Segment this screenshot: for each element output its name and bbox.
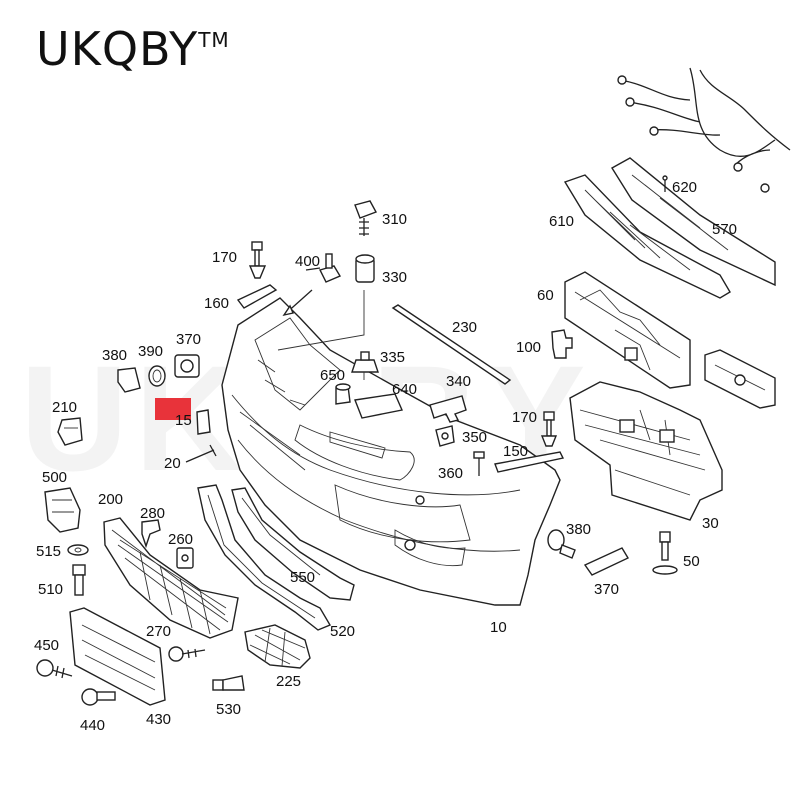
callout-100: 100 xyxy=(516,339,541,356)
clip-225 xyxy=(57,417,83,446)
clip-15 xyxy=(196,409,211,435)
callout-280: 280 xyxy=(140,505,165,522)
washer-515 xyxy=(67,544,89,556)
bumper-reinforcement-30 xyxy=(569,381,723,521)
callout-370: 370 xyxy=(176,331,201,348)
impact-absorber-570 xyxy=(611,157,776,287)
bumper-support-60 xyxy=(564,271,691,389)
callout-15: 15 xyxy=(175,412,192,429)
callout-30: 30 xyxy=(702,515,719,532)
clip-260 xyxy=(176,547,194,569)
callout-170-left: 170 xyxy=(212,249,237,266)
bumper-stop-310 xyxy=(351,351,379,373)
bolt-50 xyxy=(652,531,678,575)
nut-400 xyxy=(282,253,342,317)
bracket-500 xyxy=(44,487,81,533)
bolt-440 xyxy=(81,688,116,706)
highlight-marker xyxy=(155,398,191,420)
callout-210: 225 xyxy=(276,673,301,690)
callout-515: 515 xyxy=(36,543,61,560)
seal-strip-230 xyxy=(391,304,512,385)
screw-270 xyxy=(168,646,206,662)
parking-sensor-370 xyxy=(174,354,200,378)
bracket-100 xyxy=(551,329,573,359)
clip-280 xyxy=(141,519,161,549)
callout-570: 570 xyxy=(712,221,737,238)
callout-330: 340 xyxy=(446,373,471,390)
callout-200: 200 xyxy=(98,491,123,508)
callout-230: 230 xyxy=(452,319,477,336)
callout-400: 400 xyxy=(295,253,320,270)
callout-150: 150 xyxy=(503,443,528,460)
callout-360: 380 xyxy=(566,521,591,538)
impact-absorber-610 xyxy=(563,174,731,299)
leader-400 xyxy=(305,267,321,271)
callout-340: 360 xyxy=(438,465,463,482)
trim-150 xyxy=(494,451,565,473)
callout-270: 270 xyxy=(146,623,171,640)
callout-550: 550 xyxy=(290,569,315,586)
callout-350: 370 xyxy=(594,581,619,598)
callout-260: 260 xyxy=(168,531,193,548)
screw-340 xyxy=(473,451,485,476)
callout-390: 390 xyxy=(138,343,163,360)
callout-650: 650 xyxy=(320,367,345,384)
bumper-bracket-right xyxy=(704,349,776,409)
callout-60: 60 xyxy=(537,287,554,304)
callout-10: 10 xyxy=(490,619,507,636)
cover-640 xyxy=(354,393,403,419)
trim-strip-520 xyxy=(197,484,332,631)
callout-310: 335 xyxy=(380,349,405,366)
callout-440: 440 xyxy=(80,717,105,734)
screw-450 xyxy=(36,659,73,679)
callout-520: 520 xyxy=(330,623,355,640)
callout-290: 310 xyxy=(382,211,407,228)
parking-sensor-holder-380 xyxy=(117,367,141,393)
callout-640: 640 xyxy=(392,381,417,398)
bolt-620 xyxy=(662,175,668,192)
callout-20: 20 xyxy=(164,455,181,472)
trim-strip-550 xyxy=(231,487,355,601)
brand-name: UKQBY xyxy=(36,22,199,76)
license-plate-bracket-430 xyxy=(69,607,166,706)
callout-170-right: 170 xyxy=(512,409,537,426)
callout-610: 610 xyxy=(549,213,574,230)
clip-335 xyxy=(435,425,455,447)
bracket-330 xyxy=(429,395,467,423)
bolt-170-left xyxy=(248,241,267,279)
callout-380: 380 xyxy=(102,347,127,364)
callout-620: 620 xyxy=(672,179,697,196)
callout-530: 530 xyxy=(216,701,241,718)
callout-50: 50 xyxy=(683,553,700,570)
pin-20 xyxy=(185,444,217,463)
callout-510: 510 xyxy=(38,581,63,598)
callout-300: 330 xyxy=(382,269,407,286)
leader-300 xyxy=(277,290,365,380)
wiring-harness xyxy=(617,67,791,193)
trademark-mark: TM xyxy=(198,28,230,52)
callout-160: 160 xyxy=(204,295,229,312)
bolt-290 xyxy=(354,200,378,236)
clip-530 xyxy=(212,675,245,691)
strip-350 xyxy=(583,547,629,576)
bolt-510 xyxy=(72,564,86,596)
callout-430: 430 xyxy=(146,711,171,728)
clip-360 xyxy=(547,529,576,559)
bushing-300 xyxy=(355,254,375,283)
callout-335: 350 xyxy=(462,429,487,446)
sensor-ring-390 xyxy=(148,365,166,387)
lower-grille-200 xyxy=(103,517,239,639)
fog-light-trim-210 xyxy=(244,624,311,669)
callout-labels: 170 160 400 310 330 230 335 650 640 340 … xyxy=(34,179,737,734)
callout-225: 210 xyxy=(52,399,77,416)
bolt-170-right xyxy=(540,411,558,447)
callout-500: 500 xyxy=(42,469,67,486)
brand-logo: UKQBYTM xyxy=(36,26,230,72)
cap-650 xyxy=(335,383,351,405)
bracket-160 xyxy=(236,284,278,309)
callout-450: 450 xyxy=(34,637,59,654)
